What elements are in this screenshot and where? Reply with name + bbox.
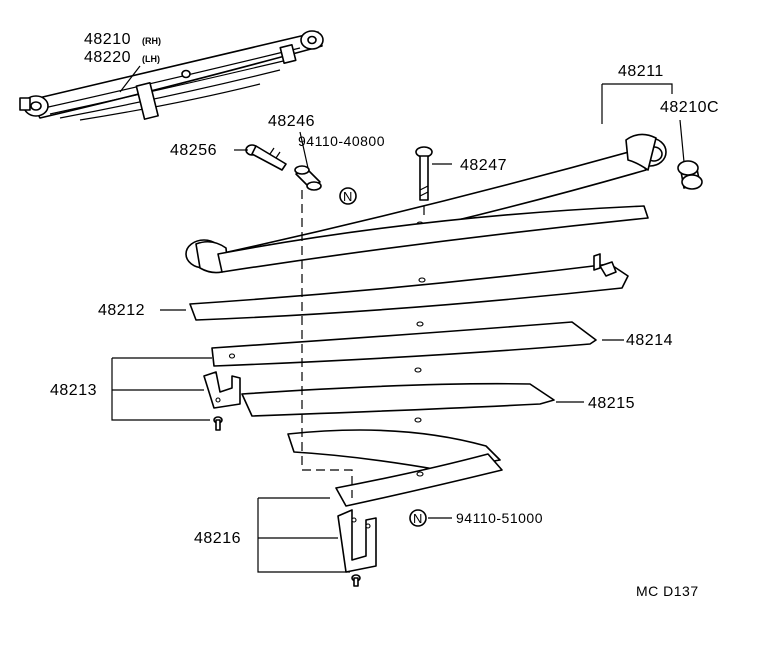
bolt-48247 xyxy=(415,146,433,201)
leader-lines xyxy=(111,65,685,573)
leaf-bottom xyxy=(335,453,503,507)
label-spring-lh-suffix: (LH) xyxy=(142,54,160,64)
clip-48216 xyxy=(337,509,377,587)
label-leaf-48212: 48212 xyxy=(98,302,145,319)
label-pin: 48246 xyxy=(268,113,315,130)
nut-symbol-upper-letter: N xyxy=(343,189,353,204)
leaf-48214 xyxy=(211,321,597,373)
label-spring-rh: 48210 xyxy=(84,31,131,48)
bushing xyxy=(677,160,703,190)
label-leaf-48215: 48215 xyxy=(588,395,635,412)
label-bushing: 48210C xyxy=(660,99,719,116)
drawing-code: MC D137 xyxy=(636,583,699,599)
shackle-bolt xyxy=(245,144,287,171)
center-line xyxy=(301,190,353,498)
leaf-second xyxy=(189,253,629,327)
label-main-leaf: 48211 xyxy=(618,63,664,80)
nut-symbol-lower-letter: N xyxy=(413,511,423,526)
label-bolt-48247: 48247 xyxy=(460,157,507,174)
leaf-sixth xyxy=(287,429,501,471)
leaf-48215 xyxy=(241,382,555,423)
label-spring-rh-suffix: (RH) xyxy=(142,36,161,46)
leaf-48212 xyxy=(217,205,649,283)
spring-assembly-illustration xyxy=(19,30,324,121)
pin-48246 xyxy=(294,165,322,191)
label-nut-upper: 94110-40800 xyxy=(298,133,385,149)
nut-symbol-lower xyxy=(409,509,427,527)
label-shackle-bolt: 48256 xyxy=(170,142,217,159)
label-leaf-48214: 48214 xyxy=(626,332,673,349)
clip-48213 xyxy=(203,371,241,431)
nut-symbol-upper xyxy=(339,187,357,205)
label-nut-lower: 94110-51000 xyxy=(456,510,543,526)
label-clip-48216: 48216 xyxy=(194,530,241,547)
label-clip-48213: 48213 xyxy=(50,382,97,399)
label-spring-lh: 48220 xyxy=(84,49,131,66)
